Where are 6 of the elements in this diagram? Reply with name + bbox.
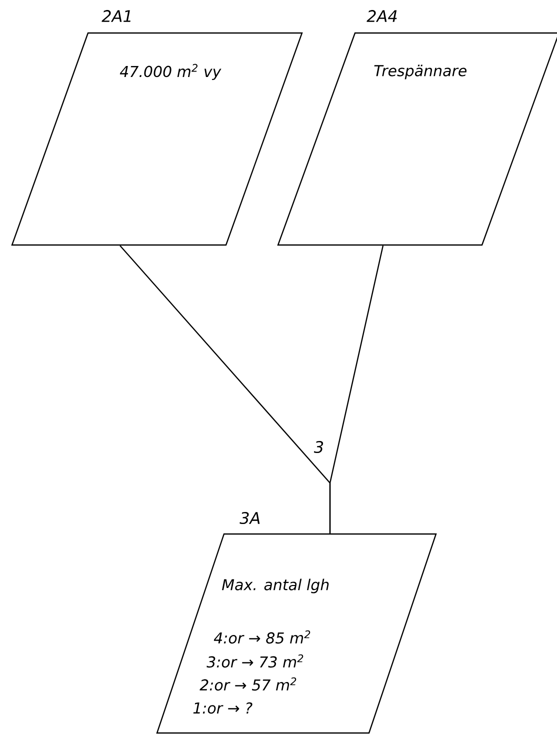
edge-label: 3 — [314, 440, 324, 454]
connector-line — [329, 245, 384, 534]
node-label: 3A — [240, 512, 260, 524]
node-label: 2A1 — [102, 10, 130, 22]
parallelogram-box: 3A Max. antal lgh 4:or → 85 m$^{2}$ 3:or → 73 m$^{2}$ 2:or → 57 m$^{2}$ 1:or → ? — [156, 512, 437, 734]
node-label: 2A4 — [366, 10, 397, 22]
